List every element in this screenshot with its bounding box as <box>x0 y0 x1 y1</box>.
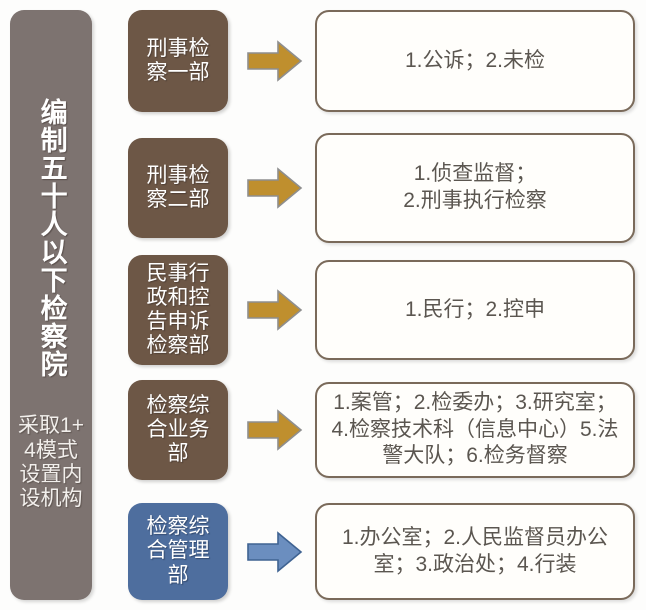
dept-label-4: 检察综合业务部 <box>146 393 210 466</box>
dept-label-3: 民事行政和控告申诉检察部 <box>146 261 210 358</box>
dept-box-2[interactable]: 刑事检察二部 <box>128 138 228 238</box>
content-text-5: 1.办公室；2.人民监督员办公室；3.政治处；4.行装 <box>341 525 609 576</box>
sidebar-banner: 编制五十人以下检察院 采取1+4模式设置内设机构 <box>10 10 92 600</box>
content-text-3: 1.民行；2.控申 <box>404 297 546 321</box>
dept-box-5[interactable]: 检察综合管理部 <box>128 503 228 600</box>
dept-label-1: 刑事检察一部 <box>146 36 210 84</box>
content-box-1: 1.公诉；2.未检 <box>315 10 635 112</box>
content-text-2: 1.侦查监督； 2.刑事执行检察 <box>403 162 547 212</box>
arrow-icon-5 <box>247 530 303 574</box>
sidebar-subtitle: 采取1+4模式设置内设机构 <box>18 414 84 511</box>
content-box-2: 1.侦查监督； 2.刑事执行检察 <box>315 133 635 243</box>
dept-box-3[interactable]: 民事行政和控告申诉检察部 <box>128 255 228 365</box>
content-box-4: 1.案管；2.检委办；3.研究室；4.检察技术科（信息中心）5.法警大队；6.检… <box>315 382 635 478</box>
dept-box-4[interactable]: 检察综合业务部 <box>128 380 228 480</box>
content-text-4: 1.案管；2.检委办；3.研究室；4.检察技术科（信息中心）5.法警大队；6.检… <box>331 390 619 468</box>
dept-box-1[interactable]: 刑事检察一部 <box>128 10 228 112</box>
arrow-icon-1 <box>247 39 303 83</box>
arrow-icon-3 <box>247 288 303 332</box>
dept-label-2: 刑事检察二部 <box>146 163 210 211</box>
arrow-icon-2 <box>247 166 303 210</box>
content-text-1: 1.公诉；2.未检 <box>404 48 546 72</box>
dept-label-5: 检察综合管理部 <box>146 515 210 587</box>
content-box-3: 1.民行；2.控申 <box>315 260 635 360</box>
content-box-5: 1.办公室；2.人民监督员办公室；3.政治处；4.行装 <box>315 503 635 600</box>
sidebar-vertical-title: 编制五十人以下检察院 <box>36 98 67 379</box>
arrow-icon-4 <box>247 408 303 452</box>
